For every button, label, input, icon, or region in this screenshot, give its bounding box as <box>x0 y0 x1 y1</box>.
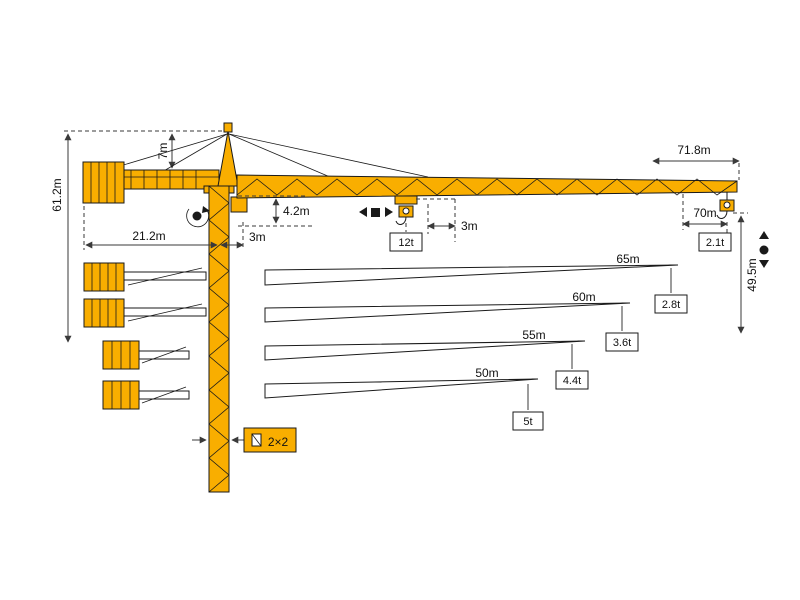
jib-option-capacity-box <box>555 370 589 390</box>
jib-option-capacity-label: 4.4t <box>563 375 581 387</box>
total-height-label: 61.2m <box>50 178 64 211</box>
tie-rod <box>141 386 187 404</box>
hoist-up-arrow <box>759 231 769 239</box>
dim-head-height: 7m <box>156 133 176 169</box>
mast-section-box <box>243 427 297 453</box>
tip-hook <box>716 192 735 219</box>
jib-height-label: 4.2m <box>283 204 310 218</box>
jib-lattice <box>236 178 738 196</box>
counterweight-stack <box>83 262 125 292</box>
jib-option-1: 65m 2.8t <box>264 252 688 314</box>
trolley-hook <box>394 195 418 225</box>
mast-section-callout: 2×2 <box>192 427 297 453</box>
tip-capacity-box <box>698 232 732 252</box>
jib-option-capacity-label: 3.6t <box>613 337 631 349</box>
jib-option-capacity-box <box>512 411 544 431</box>
jib-option-length-label: 60m <box>572 290 595 304</box>
tie-rod <box>141 346 187 364</box>
jib-option-length-label: 50m <box>475 366 498 380</box>
tower-head <box>217 130 239 187</box>
mast <box>208 185 230 493</box>
crane-structure <box>82 122 738 493</box>
mast-lattice <box>208 185 230 493</box>
jib-option-length-label: 65m <box>616 252 639 266</box>
tie-rod <box>127 267 203 286</box>
jib-option-4: 50m 5t <box>264 366 544 431</box>
slewing-icon <box>186 206 210 228</box>
trolley-offset-label: 3m <box>461 219 478 233</box>
jib-outline-60m <box>264 302 631 323</box>
head-height-label: 7m <box>156 143 170 160</box>
hoist-icon <box>759 231 769 268</box>
max-radius-label: 70m <box>693 206 716 220</box>
dim-max-radius: 70m 2.1t <box>682 194 732 252</box>
jib-outline-50m <box>264 378 539 399</box>
counterweight-block <box>82 161 125 204</box>
jib-outline-55m <box>264 340 586 361</box>
trolley-travel-icon <box>359 207 393 217</box>
hook-sheave <box>402 207 410 215</box>
pendant-line <box>228 133 331 178</box>
counterjib-beam <box>123 271 207 281</box>
jib-option-capacity-label: 5t <box>523 416 532 428</box>
jib-option-capacity-box <box>654 294 688 314</box>
tie-rod <box>127 303 203 322</box>
hoist-down-arrow <box>759 260 769 268</box>
pendant-line <box>109 133 228 170</box>
dim-max-capacity: 12t 3m <box>389 198 478 252</box>
dim-jib-length: 71.8m <box>652 143 740 180</box>
tip-capacity-label: 2.1t <box>706 237 724 249</box>
dim-total-height: 61.2m <box>50 130 230 343</box>
pendant-line <box>228 133 429 178</box>
rear-offset-label: 3m <box>249 230 266 244</box>
dim-counterjib: 21.2m 3m <box>83 206 266 250</box>
jib-option-capacity-label: 2.8t <box>662 299 680 311</box>
tip-hook-icon <box>716 210 728 219</box>
operator-cab <box>230 196 248 213</box>
counterweight-row-3 <box>102 340 190 370</box>
hook-icon <box>395 216 407 225</box>
dim-hook-height: 49.5m <box>733 212 759 334</box>
hook-height-label: 49.5m <box>745 258 759 291</box>
counterjib-length-label: 21.2m <box>132 229 165 243</box>
tower-head-cap <box>223 122 233 133</box>
counterweight-row-4 <box>102 380 190 410</box>
dim-jib-height: 4.2m <box>238 195 312 227</box>
max-capacity-box <box>389 232 423 252</box>
counterweight-stack <box>83 298 125 328</box>
hoist-dot <box>759 245 769 255</box>
jib-length-label: 71.8m <box>677 143 710 157</box>
counterjib-beam <box>123 307 207 317</box>
tip-hook-sheave <box>723 201 731 209</box>
pendant-line <box>161 133 228 173</box>
jib-option-capacity-box <box>605 332 639 352</box>
counterweight-row-2 <box>83 298 207 328</box>
max-capacity-label: 12t <box>398 237 413 249</box>
mast-section-label: 2×2 <box>268 435 289 449</box>
trolley <box>394 195 418 205</box>
jib-option-length-label: 55m <box>522 328 545 342</box>
jib-option-3: 55m 4.4t <box>264 328 589 390</box>
jib-option-2: 60m 3.6t <box>264 290 639 352</box>
counterweight-row-1 <box>83 262 207 292</box>
jib-outline-65m <box>264 264 679 286</box>
